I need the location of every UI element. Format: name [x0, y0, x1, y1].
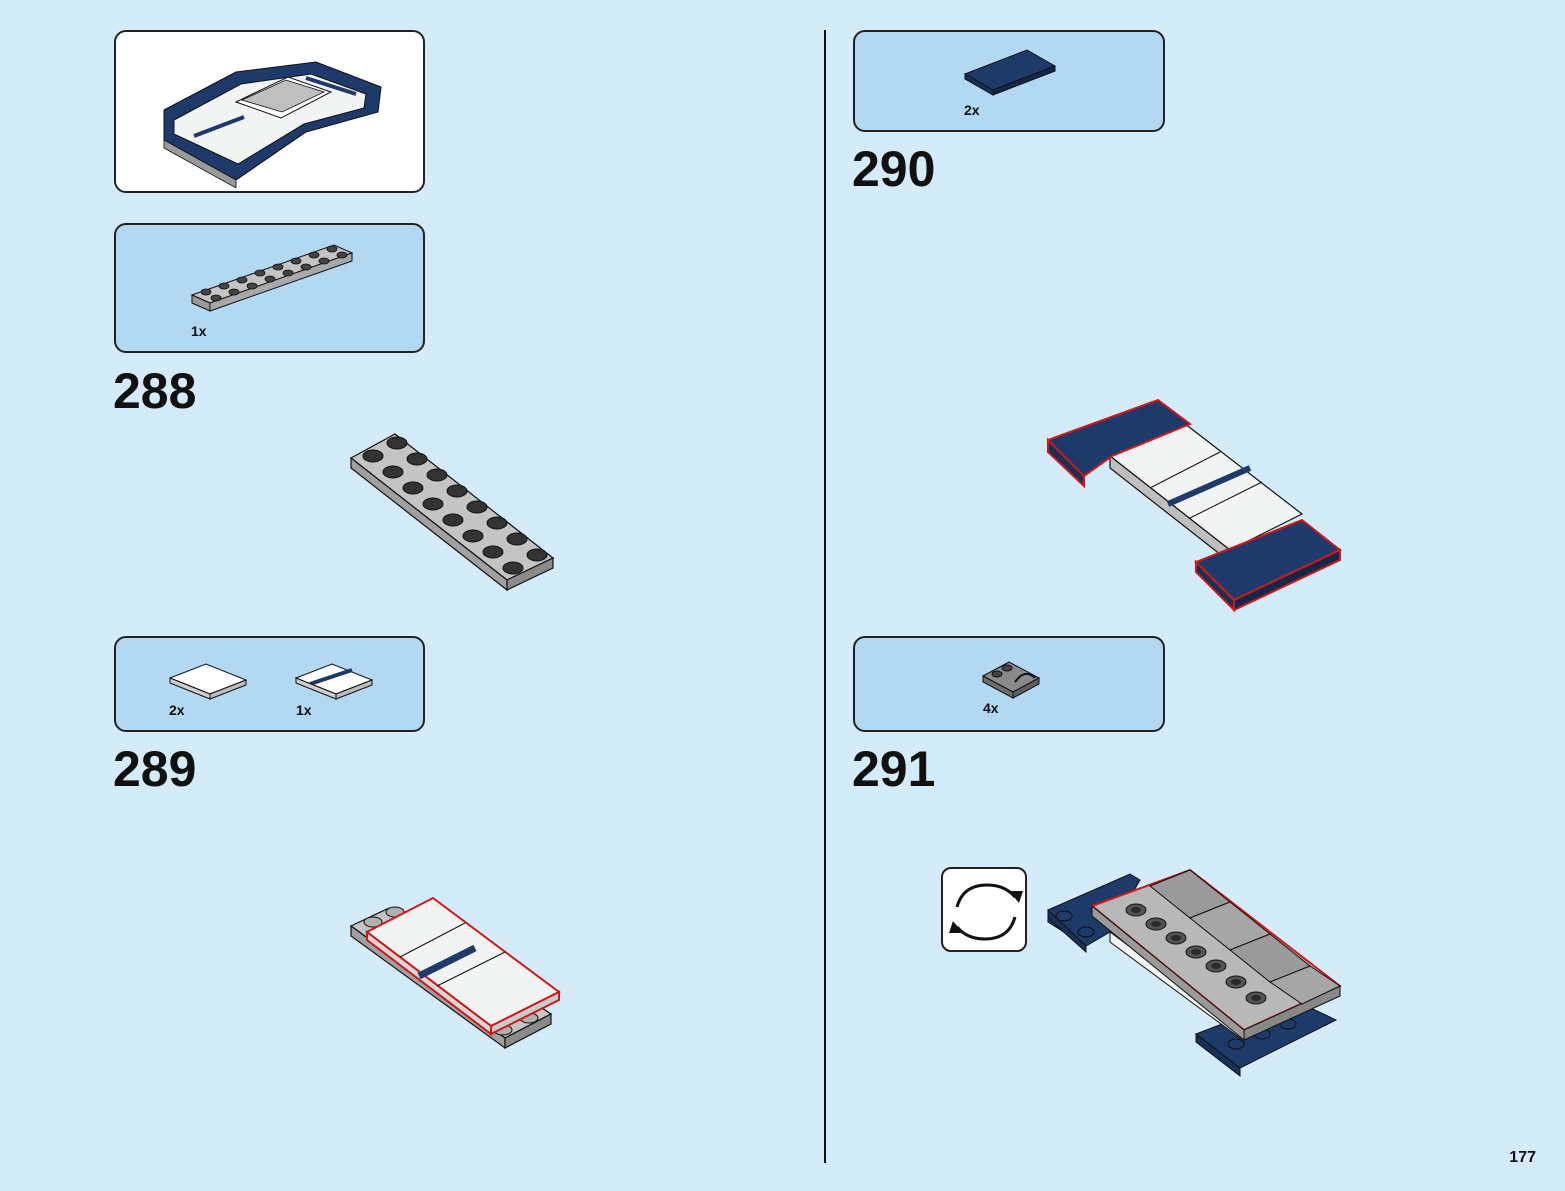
step-number: 289 [113, 741, 197, 797]
step-number: 288 [113, 363, 197, 419]
submodel-callout [114, 30, 425, 193]
part-quantity: 4x [983, 700, 999, 716]
gray-plate-2x8-icon [190, 244, 354, 312]
part-quantity: 1x [191, 323, 207, 339]
submodel-assembly-illustration [163, 61, 382, 189]
parts-callout-290: 2x [853, 30, 1165, 132]
step-289-illustration [349, 896, 561, 1050]
parts-callout-289: 2x 1x [114, 636, 425, 732]
parts-callout-291: 4x [853, 636, 1165, 732]
step-288-illustration [349, 433, 555, 592]
part-quantity: 1x [296, 702, 312, 718]
white-tile-blue-stripe-icon [294, 663, 374, 700]
column-divider [824, 30, 826, 1163]
dark-blue-tile-icon [963, 49, 1057, 96]
step-291-illustration [1047, 868, 1342, 1078]
page-number: 177 [1509, 1149, 1536, 1166]
white-tile-icon [168, 663, 248, 700]
step-number: 291 [852, 741, 936, 797]
parts-callout-288: 1x [114, 223, 425, 353]
step-290-illustration [1047, 398, 1342, 613]
part-quantity: 2x [964, 102, 980, 118]
step-number: 290 [852, 141, 936, 197]
dark-gray-plate-with-clip-icon [981, 661, 1041, 699]
rotate-arrows-icon [949, 883, 1023, 941]
rotate-model-callout [941, 867, 1027, 952]
part-quantity: 2x [169, 702, 185, 718]
